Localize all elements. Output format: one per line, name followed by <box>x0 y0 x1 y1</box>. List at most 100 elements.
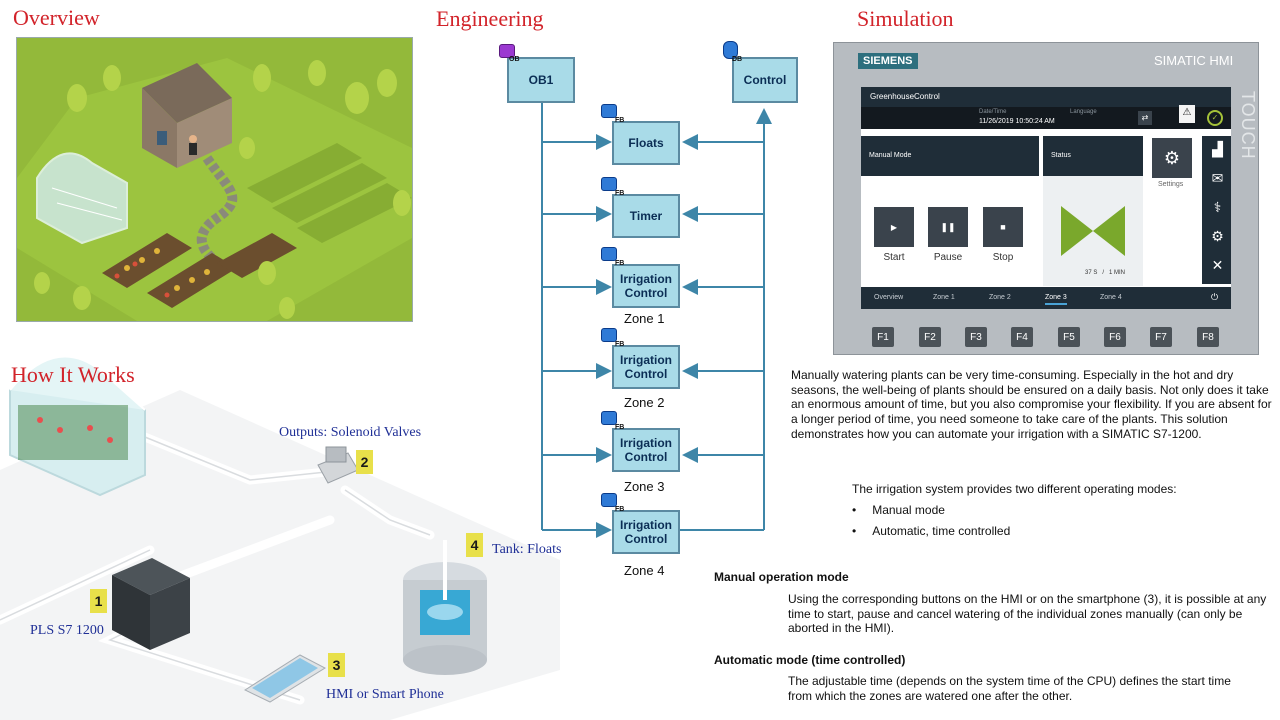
ob1-block: OB1 <box>507 57 575 103</box>
irrigation-label: Irrigation <box>619 436 672 450</box>
zone-label-2: Zone 2 <box>624 395 665 410</box>
hmi-phone-label: HMI or Smart Phone <box>326 687 444 702</box>
how-it-works-illustration <box>0 355 560 720</box>
pause-label: Pause <box>933 252 963 263</box>
fkey-f7[interactable]: F7 <box>1150 327 1172 347</box>
alarm-warning-icon[interactable]: ⚠ <box>1179 105 1195 123</box>
fkey-f6[interactable]: F6 <box>1104 327 1126 347</box>
auto-heading: Automatic mode (time controlled) <box>714 653 906 667</box>
control-label: Control <box>743 73 787 87</box>
fb-tag-text: FB <box>615 506 625 513</box>
mode-item-1-text: Manual mode <box>872 503 945 517</box>
db-tag-text: DB <box>732 56 743 63</box>
fb-tag-icon <box>601 104 617 118</box>
overview-title: Overview <box>13 5 100 30</box>
manual-heading: Manual operation mode <box>714 570 849 584</box>
status-panel: 37 S / 1 MIN <box>1043 176 1143 286</box>
power-icon[interactable]: ⏻ <box>1211 292 1219 302</box>
zone-label-4: Zone 4 <box>624 563 665 578</box>
fkey-f8[interactable]: F8 <box>1197 327 1219 347</box>
control-sub-label: Control <box>624 450 668 464</box>
status-header: Status <box>1043 136 1143 176</box>
manual-mode-label: Manual Mode <box>869 152 912 159</box>
number-tag-4: 4 <box>466 533 483 557</box>
tab-zone-1[interactable]: Zone 1 <box>933 294 955 301</box>
fb-tag-text: FB <box>615 117 625 124</box>
control-sub-label: Control <box>624 367 668 381</box>
tank-label: Tank: Floats <box>492 542 562 557</box>
fkey-f5[interactable]: F5 <box>1058 327 1080 347</box>
fkey-f1[interactable]: F1 <box>872 327 894 347</box>
pause-button[interactable]: ❚❚ <box>928 207 968 247</box>
hmi-screen: GreenhouseControl Date/Time 11/26/2019 1… <box>861 87 1231 309</box>
hmi-product-name: SIMATIC HMI <box>1154 53 1234 68</box>
tab-overview[interactable]: Overview <box>874 294 904 301</box>
language-switch-icon[interactable]: ⇄ <box>1138 111 1152 125</box>
number-tag-3: 3 <box>328 653 345 677</box>
status-label: Status <box>1051 152 1071 159</box>
datetime-label: Date/Time <box>979 109 1007 115</box>
bullet-icon: • <box>852 524 857 538</box>
hmi-panel: SIEMENS SIMATIC HMI TOUCH GreenhouseCont… <box>833 42 1259 355</box>
irrigation-label: Irrigation <box>619 272 672 286</box>
irrigation-label: Irrigation <box>619 518 672 532</box>
factory-icon[interactable]: ▟ <box>1212 141 1223 157</box>
tab-zone-3[interactable]: Zone 3 <box>1045 294 1067 305</box>
fb-tag-icon <box>601 411 617 425</box>
number-tag-2: 2 <box>356 450 373 474</box>
gears-icon[interactable]: ⚙ <box>1211 228 1224 244</box>
fkey-f4[interactable]: F4 <box>1011 327 1033 347</box>
fb-tag-icon <box>601 177 617 191</box>
screen-title: GreenhouseControl <box>870 92 940 101</box>
fkey-f2[interactable]: F2 <box>919 327 941 347</box>
tools-icon[interactable]: ✕ <box>1211 257 1224 273</box>
language-label: Language <box>1070 109 1097 115</box>
number-tag-1: 1 <box>90 589 107 613</box>
timer-block: Timer <box>612 194 680 238</box>
auto-text: The adjustable time (depends on the syst… <box>788 674 1231 703</box>
datetime-value: 11/26/2019 10:50:24 AM <box>979 118 1055 125</box>
siemens-logo: SIEMENS <box>858 53 918 69</box>
manual-mode-header: Manual Mode <box>861 136 1039 176</box>
control-sub-label: Control <box>624 286 668 300</box>
floats-label: Floats <box>628 136 664 150</box>
ob-tag-text: OB <box>509 56 520 63</box>
engineering-title: Engineering <box>436 6 544 31</box>
timer-label: Timer <box>629 209 663 223</box>
fkey-f3[interactable]: F3 <box>965 327 987 347</box>
manual-text: Using the corresponding buttons on the H… <box>788 592 1267 636</box>
fb-tag-text: FB <box>615 424 625 431</box>
valve-icon <box>1061 206 1125 256</box>
hmi-header: GreenhouseControl <box>861 87 1231 107</box>
fb-tag-text: FB <box>615 341 625 348</box>
stethoscope-icon[interactable]: ⚕ <box>1213 199 1222 215</box>
control-block: Control <box>732 57 798 103</box>
irrigation-label: Irrigation <box>619 353 672 367</box>
start-button[interactable]: ▶ <box>874 207 914 247</box>
fb-tag-text: FB <box>615 190 625 197</box>
tab-zone-2[interactable]: Zone 2 <box>989 294 1011 301</box>
settings-gear-icon[interactable]: ⚙ <box>1152 138 1192 178</box>
modes-intro: The irrigation system provides two diffe… <box>852 482 1177 496</box>
mail-icon[interactable]: ✉ <box>1211 170 1224 186</box>
engineering-connectors <box>541 102 772 538</box>
stop-button[interactable]: ■ <box>983 207 1023 247</box>
overview-illustration <box>16 37 413 322</box>
hmi-sidebar <box>1202 136 1231 284</box>
garden-illustration <box>17 38 412 321</box>
how-it-works-title: How It Works <box>11 362 135 387</box>
db-tag-icon <box>723 41 738 59</box>
simulation-title: Simulation <box>857 6 954 31</box>
control-sub-label: Control <box>624 532 668 546</box>
fb-tag-text: FB <box>615 260 625 267</box>
mode-item-2-text: Automatic, time controlled <box>872 524 1011 538</box>
stop-icon: ■ <box>1000 222 1006 232</box>
fb-tag-icon <box>601 247 617 261</box>
ob-tag-icon <box>499 44 515 58</box>
floats-block: Floats <box>612 121 680 165</box>
tab-zone-4[interactable]: Zone 4 <box>1100 294 1122 301</box>
